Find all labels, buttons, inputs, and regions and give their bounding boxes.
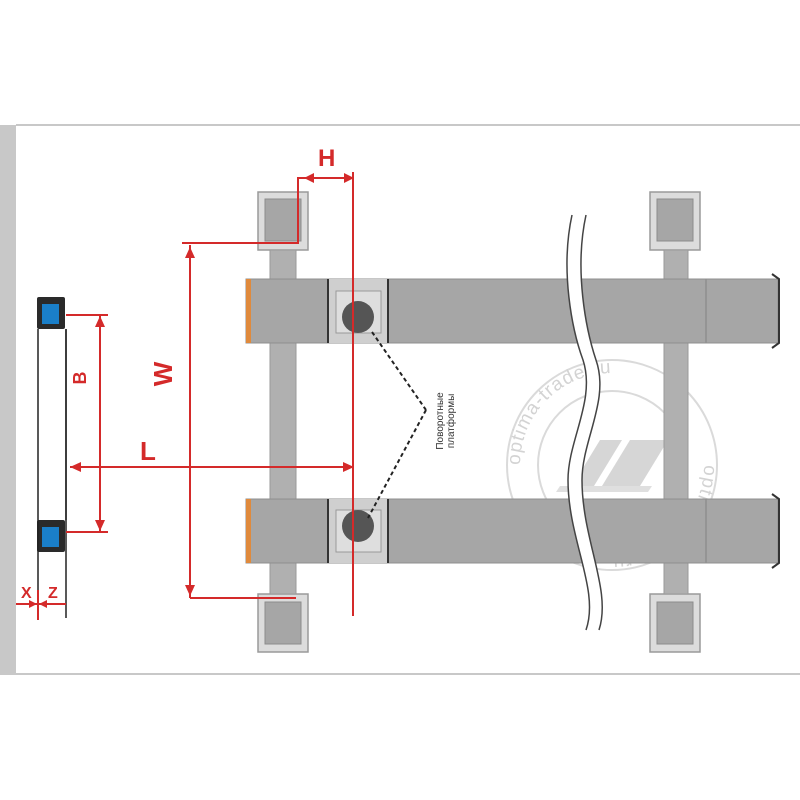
dim-l-arrow-left (70, 462, 81, 472)
watermark-outer-circle (506, 359, 718, 571)
dim-h-arrow-right (344, 173, 354, 183)
post-left-upper (257, 191, 309, 251)
dim-h-extension (297, 177, 306, 244)
dim-x-arrow (29, 600, 37, 608)
annotation-line-2: платформы (445, 394, 457, 449)
sensor-upper (37, 297, 65, 329)
dim-b-arrow-bottom (95, 520, 105, 531)
turntable-annotation: Поворотные платформы (435, 392, 457, 450)
leader-line-upper (371, 331, 427, 411)
label-z: Z (48, 585, 58, 602)
turntable-lower (327, 499, 389, 563)
break-symbol (566, 214, 603, 631)
turntable-upper (327, 279, 389, 343)
dimension-lines (16, 172, 354, 620)
runway-lower (245, 493, 780, 569)
dim-z-arrow (39, 600, 47, 608)
dim-h-arrow-left (304, 173, 314, 183)
dim-w-arrow-top (185, 247, 195, 258)
label-x: X (21, 585, 32, 602)
label-l: L (140, 436, 156, 466)
dim-b-arrow-top (95, 316, 105, 327)
post-left-lower (257, 593, 309, 653)
label-b: B (70, 372, 90, 385)
post-right-lower (649, 593, 701, 653)
annotation-line-1: Поворотные (435, 392, 446, 450)
label-w: W (148, 361, 178, 386)
label-h: H (318, 145, 335, 172)
dim-l-arrow-right (343, 462, 354, 472)
post-right-upper (649, 191, 701, 251)
sensor-lower (37, 520, 65, 552)
dim-w-arrow-bottom (185, 585, 195, 596)
runway-upper (245, 273, 780, 349)
wall (0, 125, 16, 675)
